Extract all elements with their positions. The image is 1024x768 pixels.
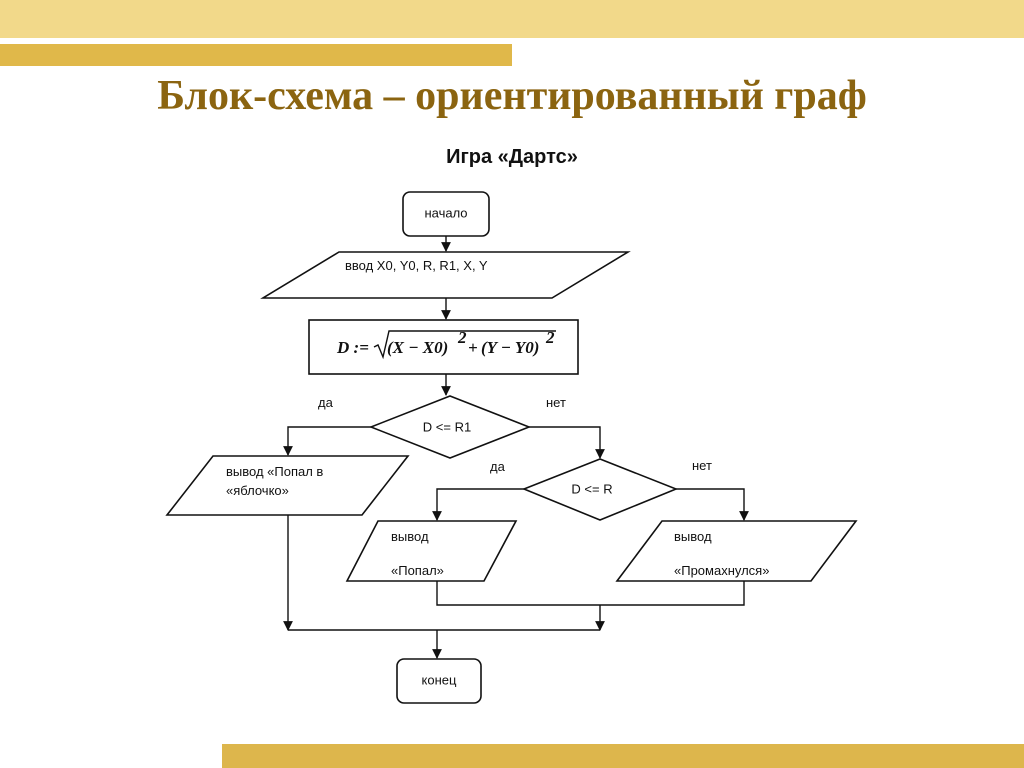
decision2-label: D <= R — [571, 481, 612, 496]
output-hit-block — [345, 520, 518, 582]
top-decor-band-light — [0, 0, 1024, 38]
input-block — [260, 251, 631, 299]
end-block — [396, 658, 482, 704]
formula-term2: (Y − Y0) — [481, 338, 539, 357]
bottom-decor-band — [222, 744, 1024, 768]
start-label: начало — [424, 205, 467, 220]
formula-exp2: 2 — [545, 328, 555, 347]
output-miss-block — [615, 520, 858, 582]
output-hit-line2: «Попал» — [391, 563, 444, 578]
output-miss-line2: «Промахнулся» — [674, 563, 769, 578]
output-miss-line1: вывод — [674, 529, 712, 544]
decision1-no-label: нет — [546, 395, 566, 410]
connector-hit-down — [436, 581, 745, 606]
input-label: ввод X0, Y0, R, R1, X, Y — [345, 258, 488, 273]
decision1-yes-label: да — [318, 395, 334, 410]
decision2-no-label: нет — [692, 458, 712, 473]
slide-subtitle: Игра «Дартс» — [446, 146, 578, 168]
output-bullseye-line1: вывод «Попал в — [226, 464, 323, 479]
output-bullseye-block — [165, 455, 410, 516]
decision1-label: D <= R1 — [423, 419, 471, 434]
formula-term1: (X − X0) — [387, 338, 448, 357]
formula-plus: + — [468, 338, 478, 357]
end-label: конец — [422, 672, 457, 687]
formula-block — [308, 319, 579, 375]
top-decor-band-dark — [0, 44, 512, 66]
formula-exp1: 2 — [457, 328, 467, 347]
sqrt-radical — [373, 330, 556, 360]
arrow-decision2-no — [676, 488, 749, 521]
output-bullseye-line2: «яблочко» — [226, 483, 289, 498]
formula-lhs: D := — [336, 338, 369, 357]
slide-title: Блок-схема – ориентированный граф — [157, 73, 867, 119]
arrow-decision2-yes — [432, 488, 524, 521]
arrow-decision1-yes — [283, 426, 371, 456]
output-hit-line1: вывод — [391, 529, 429, 544]
decision2-yes-label: да — [490, 459, 506, 474]
arrow-decision1-no — [529, 426, 605, 459]
